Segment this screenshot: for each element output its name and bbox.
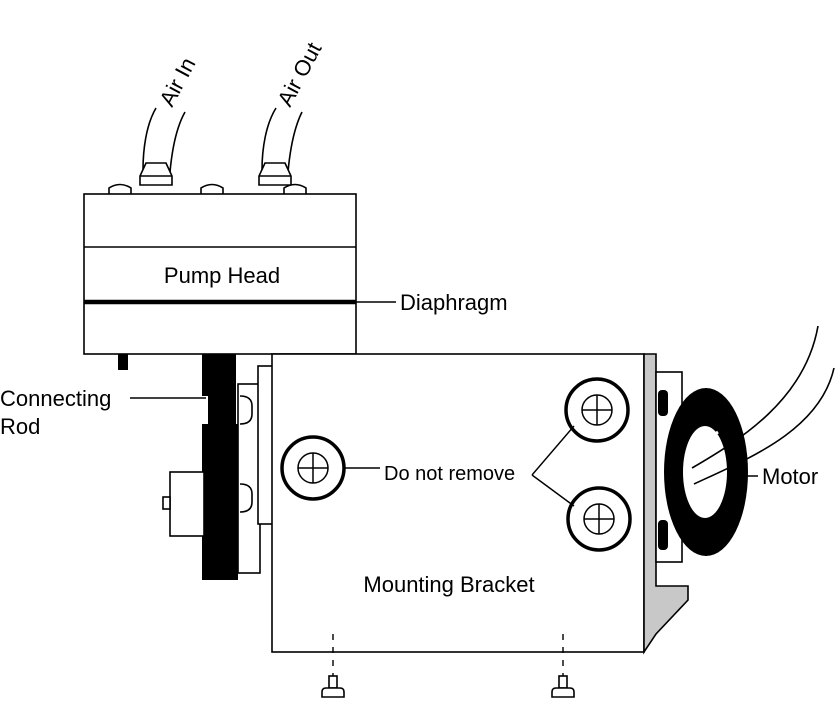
air-in-tube bbox=[142, 107, 186, 173]
bracket-screw-bottom-right bbox=[566, 486, 632, 552]
air-out-fitting bbox=[258, 162, 292, 186]
motor-shaft-housing bbox=[162, 471, 205, 537]
connecting-rod bbox=[118, 354, 238, 580]
do-not-remove-label: Do not remove bbox=[384, 463, 515, 485]
bracket-screw-top-right bbox=[564, 377, 630, 443]
diaphragm-label: Diaphragm bbox=[400, 290, 508, 315]
bottom-screw-right bbox=[551, 675, 575, 698]
connecting-rod-label-line2: Rod bbox=[0, 414, 40, 439]
mounting-bracket-label: Mounting Bracket bbox=[363, 572, 534, 597]
bracket-screw-left bbox=[280, 435, 346, 501]
motor-label: Motor bbox=[762, 464, 818, 489]
air-in-fitting bbox=[139, 162, 173, 186]
leader-lines bbox=[130, 301, 758, 507]
motor bbox=[655, 371, 748, 563]
bottom-screw-left bbox=[321, 675, 345, 698]
air-in-label: Air In bbox=[154, 53, 200, 110]
eccentric-plate bbox=[237, 365, 275, 574]
pump-head-label: Pump Head bbox=[164, 263, 280, 288]
air-out-label: Air Out bbox=[272, 38, 326, 110]
air-out-tube bbox=[261, 107, 303, 173]
pump-head-screws bbox=[108, 183, 307, 194]
connecting-rod-label-line1: Connecting bbox=[0, 386, 111, 411]
motor-wires bbox=[691, 325, 835, 485]
